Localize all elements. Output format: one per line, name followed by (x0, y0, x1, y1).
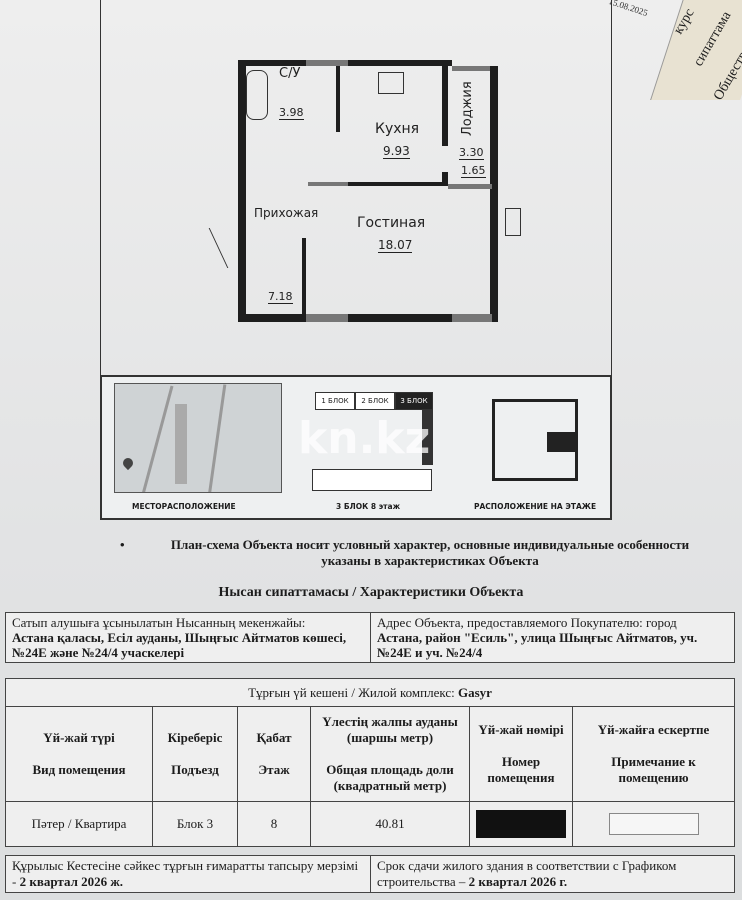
location-schema: МЕСТОРАСПОЛОЖЕНИЕ 1 БЛОК 2 БЛОК 3 БЛОК k… (100, 375, 612, 520)
block-3-active: 3 БЛОК (395, 392, 433, 410)
floor-plan-frame (100, 0, 612, 375)
location-map (114, 383, 282, 493)
deadline-table: Құрылыс Кестесіне сәйкес тұрғын ғимаратт… (5, 855, 735, 893)
address-table: Сатып алушыға ұсынылатын Нысанның мекенж… (5, 612, 735, 663)
block-1: 1 БЛОК (315, 392, 355, 410)
apartment-marker (547, 432, 576, 452)
redacted-note (572, 801, 735, 847)
plan-note: •План-схема Объекта носит условный харак… (120, 537, 690, 568)
section-title: Нысан сипаттамасы / Характеристики Объек… (218, 585, 524, 600)
overlapping-page: курс сипаттама Обществ (650, 0, 742, 103)
redacted-room-number (469, 801, 573, 847)
floor-position-diagram (492, 399, 578, 481)
map-pin-icon (120, 455, 136, 471)
bullet: • (120, 537, 125, 552)
object-characteristics-table: Тұрғын үй кешені / Жилой комплекс: Gasyr… (5, 678, 735, 847)
block-2: 2 БЛОК (355, 392, 395, 410)
watermark: kn.kz (298, 413, 431, 464)
